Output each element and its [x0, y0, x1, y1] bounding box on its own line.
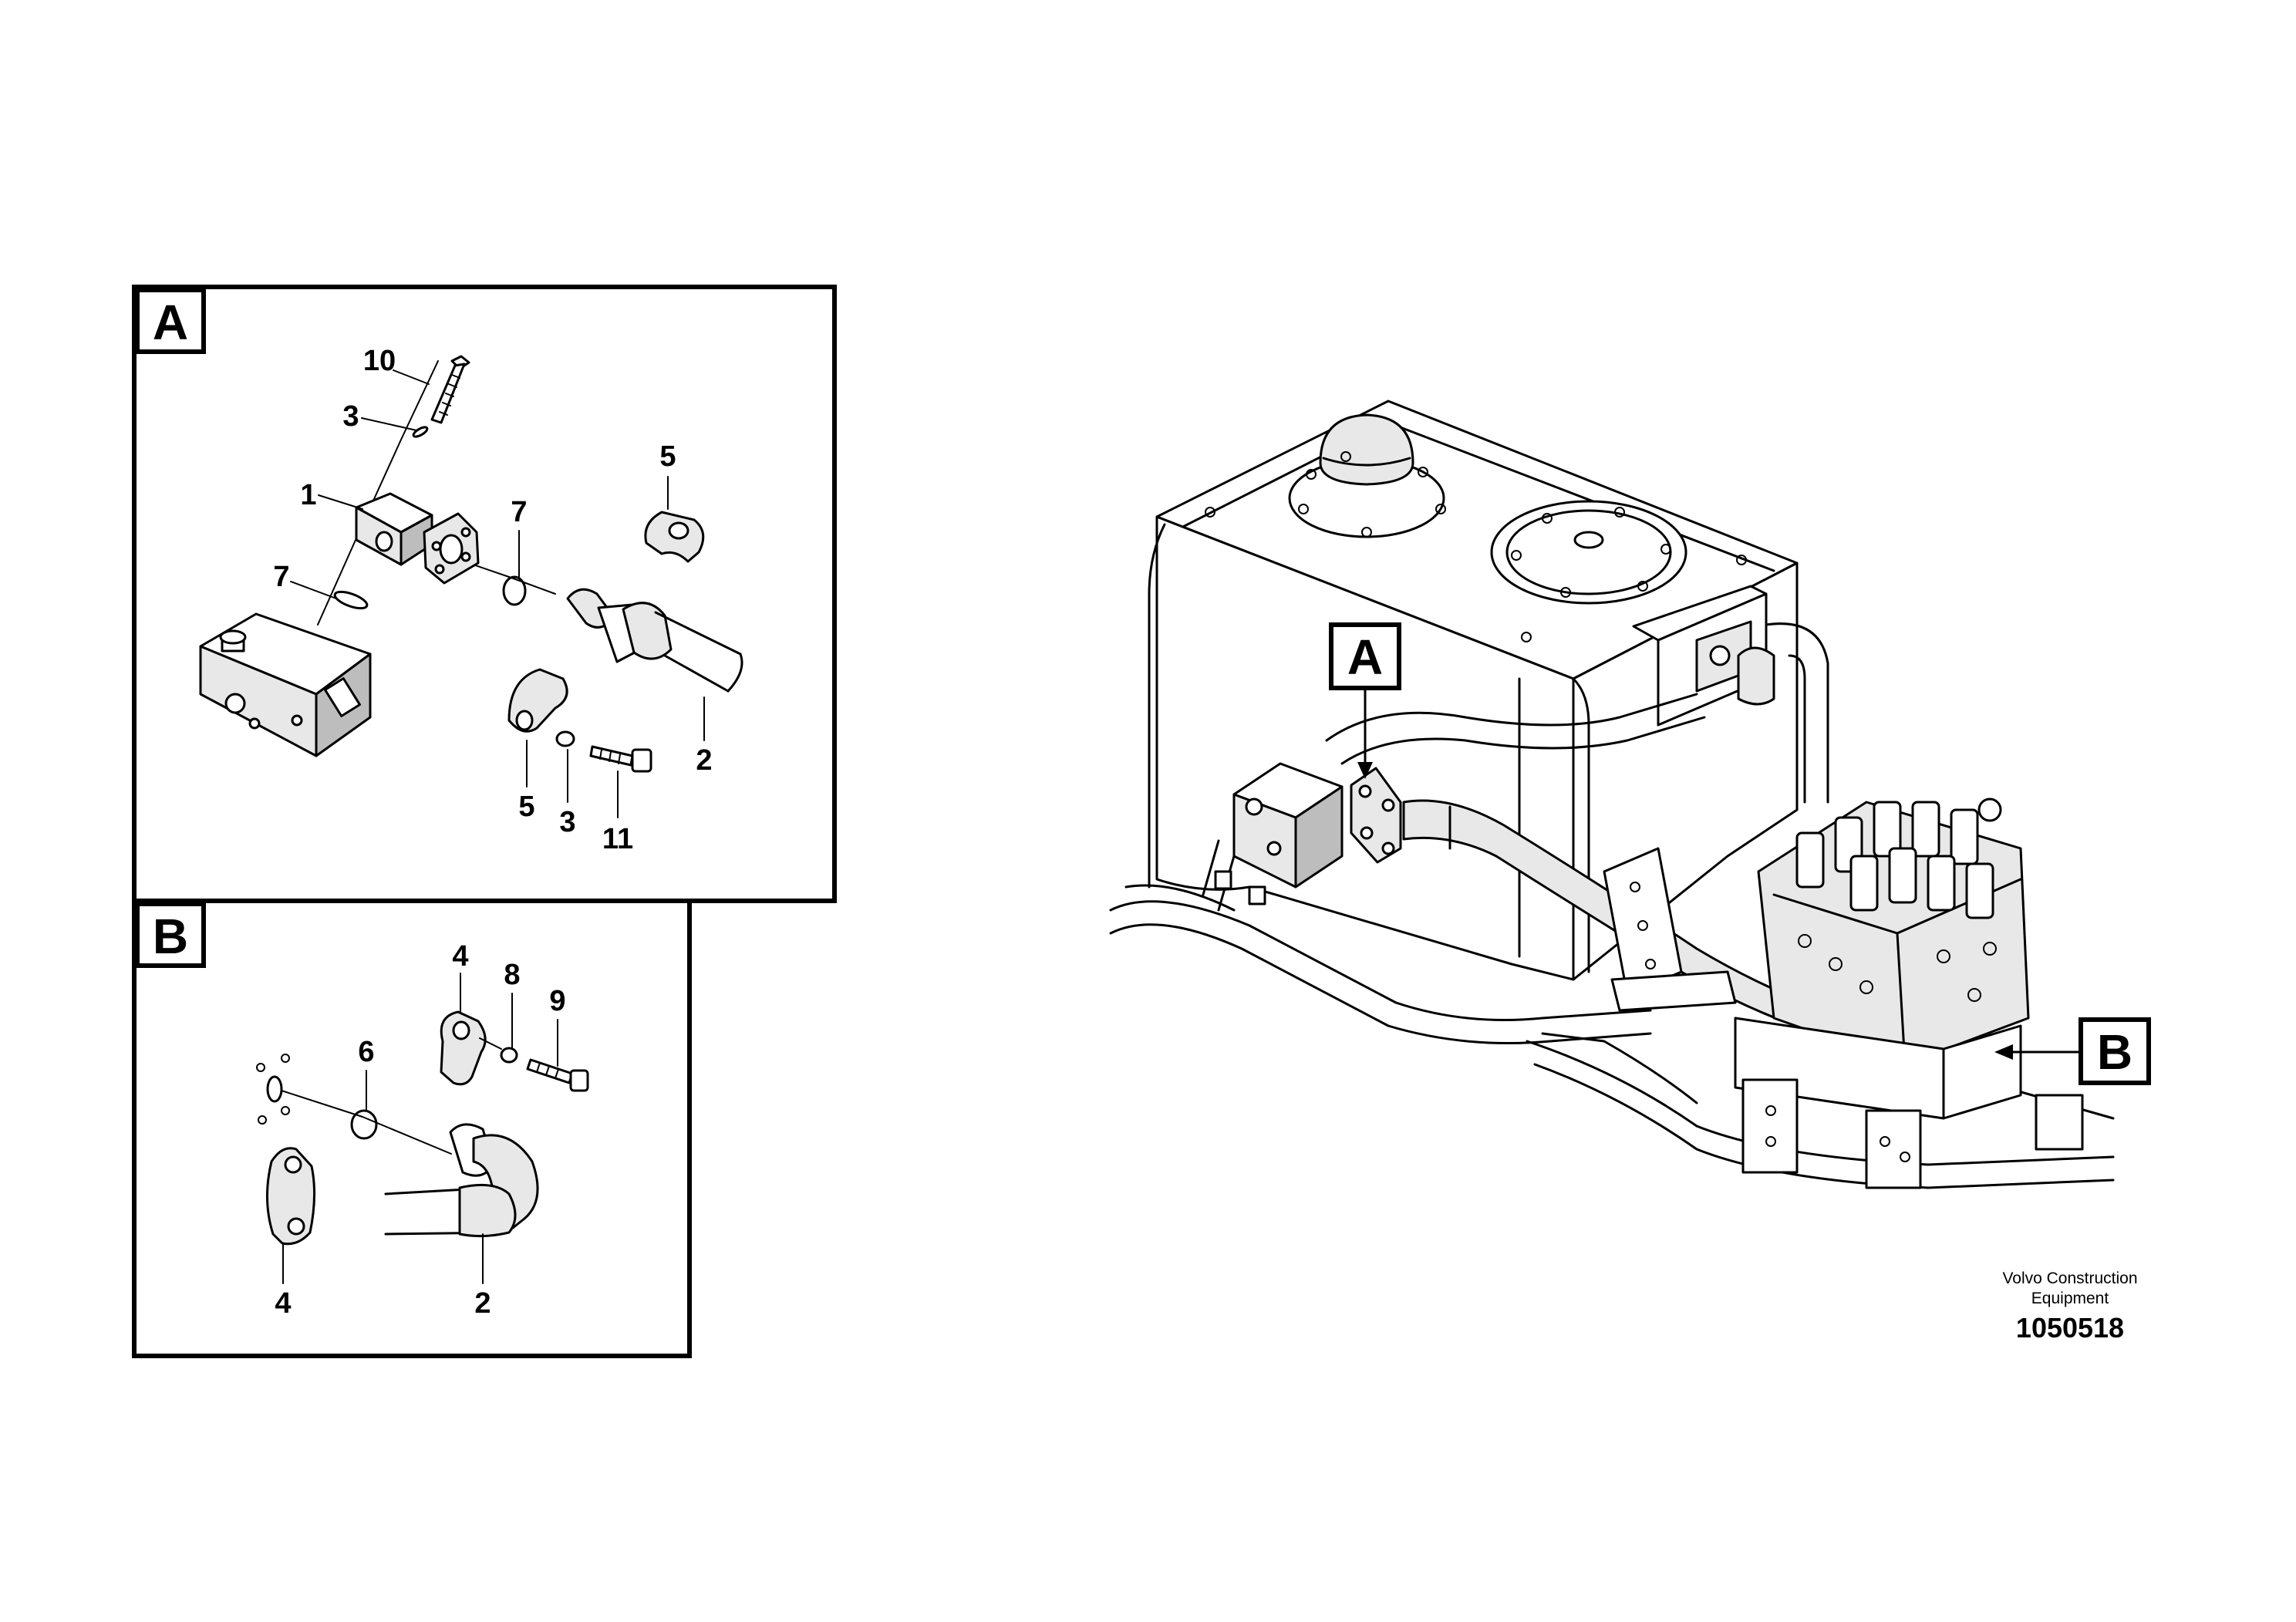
bolt-10-part: [430, 355, 470, 424]
return-block: [1632, 585, 1775, 727]
detail-a-frame: [132, 285, 837, 903]
marker-a-label: A: [1347, 629, 1383, 685]
flange-a-overview: [1350, 767, 1402, 864]
oring-6-part: [350, 1109, 378, 1140]
callout-2-b: 2: [474, 1287, 491, 1320]
detail-b-axis: [281, 1090, 452, 1155]
callout-3-bottom: 3: [559, 806, 575, 838]
maker-name-line2: Equipment: [2031, 1290, 2109, 1307]
hose-bracket: [1603, 847, 1737, 1012]
inspection-cover: [1490, 500, 1687, 605]
detail-a-assembly-axis: [317, 360, 439, 626]
callout-9: 9: [549, 985, 565, 1017]
control-valve-stack: [1757, 798, 2030, 1066]
detail-b-frame: [132, 899, 692, 1358]
callout-5-bottom: 5: [518, 791, 534, 823]
coupling-block-1-part: [355, 492, 433, 566]
washer-3-bottom-part: [555, 730, 575, 747]
callout-2-a: 2: [696, 744, 712, 777]
callout-8: 8: [504, 959, 520, 991]
valve-spools: [1795, 798, 2002, 1002]
footer-block: Volvo Construction Equipment 1050518: [2002, 1270, 2137, 1344]
callout-3-top: 3: [342, 400, 359, 433]
clamp-4-top-part: [440, 1010, 487, 1086]
valve-mount-base: [1734, 1017, 2084, 1189]
callout-4-top: 4: [452, 940, 468, 973]
maker-name-line1: Volvo Construction: [2002, 1270, 2137, 1287]
marker-b-label: B: [2097, 1024, 2132, 1080]
washer-3-top-part: [412, 426, 429, 438]
clamp-5-bottom-part: [507, 668, 568, 733]
detail-a-leaders: [290, 369, 705, 818]
hose-a-part: [566, 588, 743, 693]
filler-cap: [1288, 413, 1446, 538]
callout-5-top: 5: [659, 440, 676, 473]
marker-b-arrow: [1994, 1044, 2013, 1060]
bolt-9-part: [526, 1058, 589, 1092]
valve-block-part: [199, 612, 372, 757]
marker-a: A: [1329, 622, 1401, 779]
clamp-washer-axis: [479, 1037, 502, 1050]
detail-b-label-box: [135, 902, 206, 968]
callout-7-mid: 7: [511, 496, 527, 528]
detail-a-label: A: [153, 295, 188, 350]
callout-6: 6: [358, 1036, 374, 1068]
flange-plate-part: [423, 512, 480, 585]
oring-7-mid-part: [502, 575, 527, 606]
detail-a-label-box: [135, 288, 206, 354]
overview-illustration: A B: [1109, 400, 2151, 1189]
hose-b-part: [384, 1123, 539, 1238]
clamp-4-bottom-part: [266, 1147, 316, 1246]
detail-a-panel: A: [132, 285, 837, 903]
callout-11: 11: [602, 823, 633, 855]
marker-b: B: [1994, 1017, 2151, 1085]
detail-b-panel: B: [132, 899, 692, 1358]
bolt-11-part: [589, 745, 652, 773]
marker-a-arrow: [1357, 762, 1373, 779]
detail-b-label: B: [153, 909, 188, 964]
detail-a-hose-axis: [459, 559, 556, 595]
callout-7-left: 7: [273, 561, 289, 593]
mounting-face-holes: [256, 1054, 290, 1125]
oring-7-left-part: [333, 590, 369, 610]
detail-b-leaders: [282, 973, 558, 1284]
callout-10: 10: [363, 345, 396, 377]
washer-8-part: [500, 1047, 518, 1064]
clamp-5-top-part: [644, 511, 705, 563]
part-number: 1050518: [2016, 1312, 2124, 1344]
callout-1: 1: [300, 479, 316, 511]
callout-4-bottom: 4: [275, 1287, 291, 1320]
overview-valve-block: [1202, 762, 1344, 912]
